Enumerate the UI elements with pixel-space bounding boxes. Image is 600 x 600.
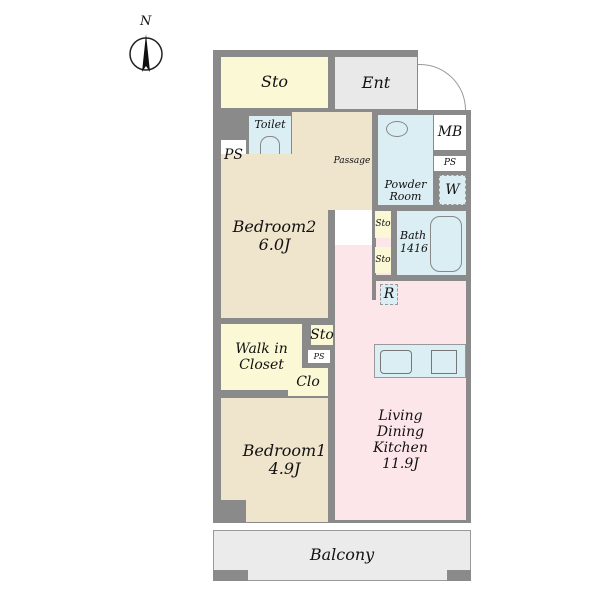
room-label: MB: [437, 124, 463, 141]
room-name: Dining: [376, 423, 425, 440]
room-name: Bedroom2: [232, 216, 317, 236]
room-label: Balcony: [309, 545, 375, 565]
room-label: Sto: [310, 326, 334, 343]
room-name: Kitchen: [373, 440, 428, 456]
room-label: Powder: [384, 177, 427, 191]
room-sto-upper: Sto: [375, 211, 391, 238]
washer-space: W: [439, 175, 466, 205]
stove-icon: [431, 350, 457, 374]
room-name: Bedroom1: [242, 440, 327, 460]
balcony-post: [447, 570, 471, 581]
wall: [391, 211, 397, 277]
room-name: Living: [378, 407, 423, 424]
room-label: Walk in: [235, 340, 288, 357]
room-label: PS: [223, 146, 243, 163]
room-label: Sto: [375, 219, 391, 230]
wall: [221, 500, 246, 523]
room-size: 4.9J: [268, 459, 301, 478]
room-label: Sto: [375, 254, 391, 265]
bathtub-icon: [430, 216, 462, 272]
sink-icon: [386, 121, 408, 137]
room-label: Passage: [333, 155, 371, 166]
room-entrance: Ent: [335, 57, 417, 109]
wall: [372, 205, 470, 211]
room-sto-lower: Sto: [375, 247, 391, 273]
room-closet: Clo: [288, 368, 328, 396]
kitchen-sink-icon: [380, 350, 412, 374]
room-label: PS: [313, 351, 325, 361]
room-ps-right: PS: [434, 156, 466, 171]
room-label: Room: [389, 190, 422, 204]
room-label: PS: [443, 158, 457, 169]
room-label: Sto: [260, 72, 289, 92]
room-size: 1416: [400, 242, 428, 255]
north-arrow-icon: N: [128, 14, 164, 74]
room-label: Toilet: [254, 118, 286, 131]
room-label: W: [445, 181, 460, 198]
room-meter-box: MB: [434, 115, 466, 150]
balcony-post: [213, 570, 248, 581]
hall-area: [335, 210, 372, 245]
room-name: Bath: [400, 229, 427, 243]
wall: [375, 275, 470, 281]
room-storage-top: Sto: [221, 57, 328, 108]
room-size: 6.0J: [258, 235, 291, 254]
wall: [372, 205, 376, 300]
room-label: Clo: [296, 373, 320, 390]
north-label: N: [140, 14, 152, 29]
refrigerator-space: R: [380, 284, 398, 305]
room-sto-small: Sto: [310, 325, 334, 345]
room-size: 11.9J: [382, 456, 419, 473]
room-label: R: [383, 286, 395, 303]
kitchen-counter: [374, 344, 466, 378]
room-label: Closet: [239, 357, 284, 373]
room-ps-small: PS: [308, 350, 330, 363]
room-label: Ent: [361, 72, 391, 92]
balcony: Balcony: [213, 530, 471, 581]
